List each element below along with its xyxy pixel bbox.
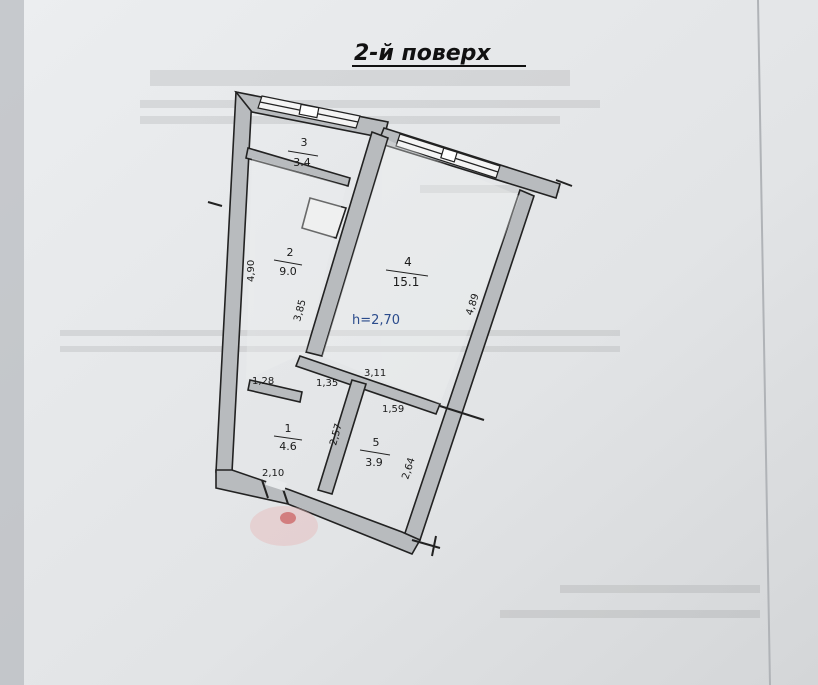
dim-room2-bottom: 1,28 [252,376,274,387]
wall-partition-3 [245,146,351,187]
room-2-number: 2 [287,246,294,259]
wall-bottom [215,469,422,556]
dim-room4-bottom: 3,11 [364,368,386,379]
ink-smudge [250,506,318,546]
page-edge [757,0,771,685]
room-1-divider [273,435,303,441]
dim-room2-height: 4,90 [246,260,257,282]
room-fills [246,140,520,404]
dim-room5-top: 1,59 [382,404,404,415]
room-5-area: 3.9 [365,456,383,469]
room-5-divider [359,449,391,456]
room-1-area: 4.6 [279,440,297,453]
page-title: 2-й поверх [354,41,491,66]
room-4-area: 15.1 [393,275,420,289]
wall-partition-4 [294,354,442,416]
wall-ticks [207,179,573,557]
ceiling-height: h=2,70 [352,313,400,328]
windows [257,95,501,179]
room-3-area: 3.4 [293,156,311,169]
dim-room1-bottom: 2,10 [262,468,284,479]
room-2-area: 9.0 [279,265,297,278]
room-3-number: 3 [301,136,308,149]
binding-shadow [0,0,24,685]
wall-partition-2-4 [304,130,389,357]
ink-smudge-core [280,512,296,524]
dim-hall-top: 1,35 [316,378,338,389]
wall-partition-1-2 [247,379,303,403]
room-1-number: 1 [285,422,292,435]
room-4-number: 4 [404,255,412,269]
room-4-divider [385,269,429,277]
room-labels: 3 3.4 2 9.0 4 15.1 1 4.6 5 3.9 [273,136,429,469]
room-2-divider [273,259,303,266]
room-5-number: 5 [373,436,380,449]
entry-door [265,477,287,491]
wall-partition-1-5 [316,379,368,495]
room-3-divider [287,150,319,157]
duct-block [301,197,348,239]
